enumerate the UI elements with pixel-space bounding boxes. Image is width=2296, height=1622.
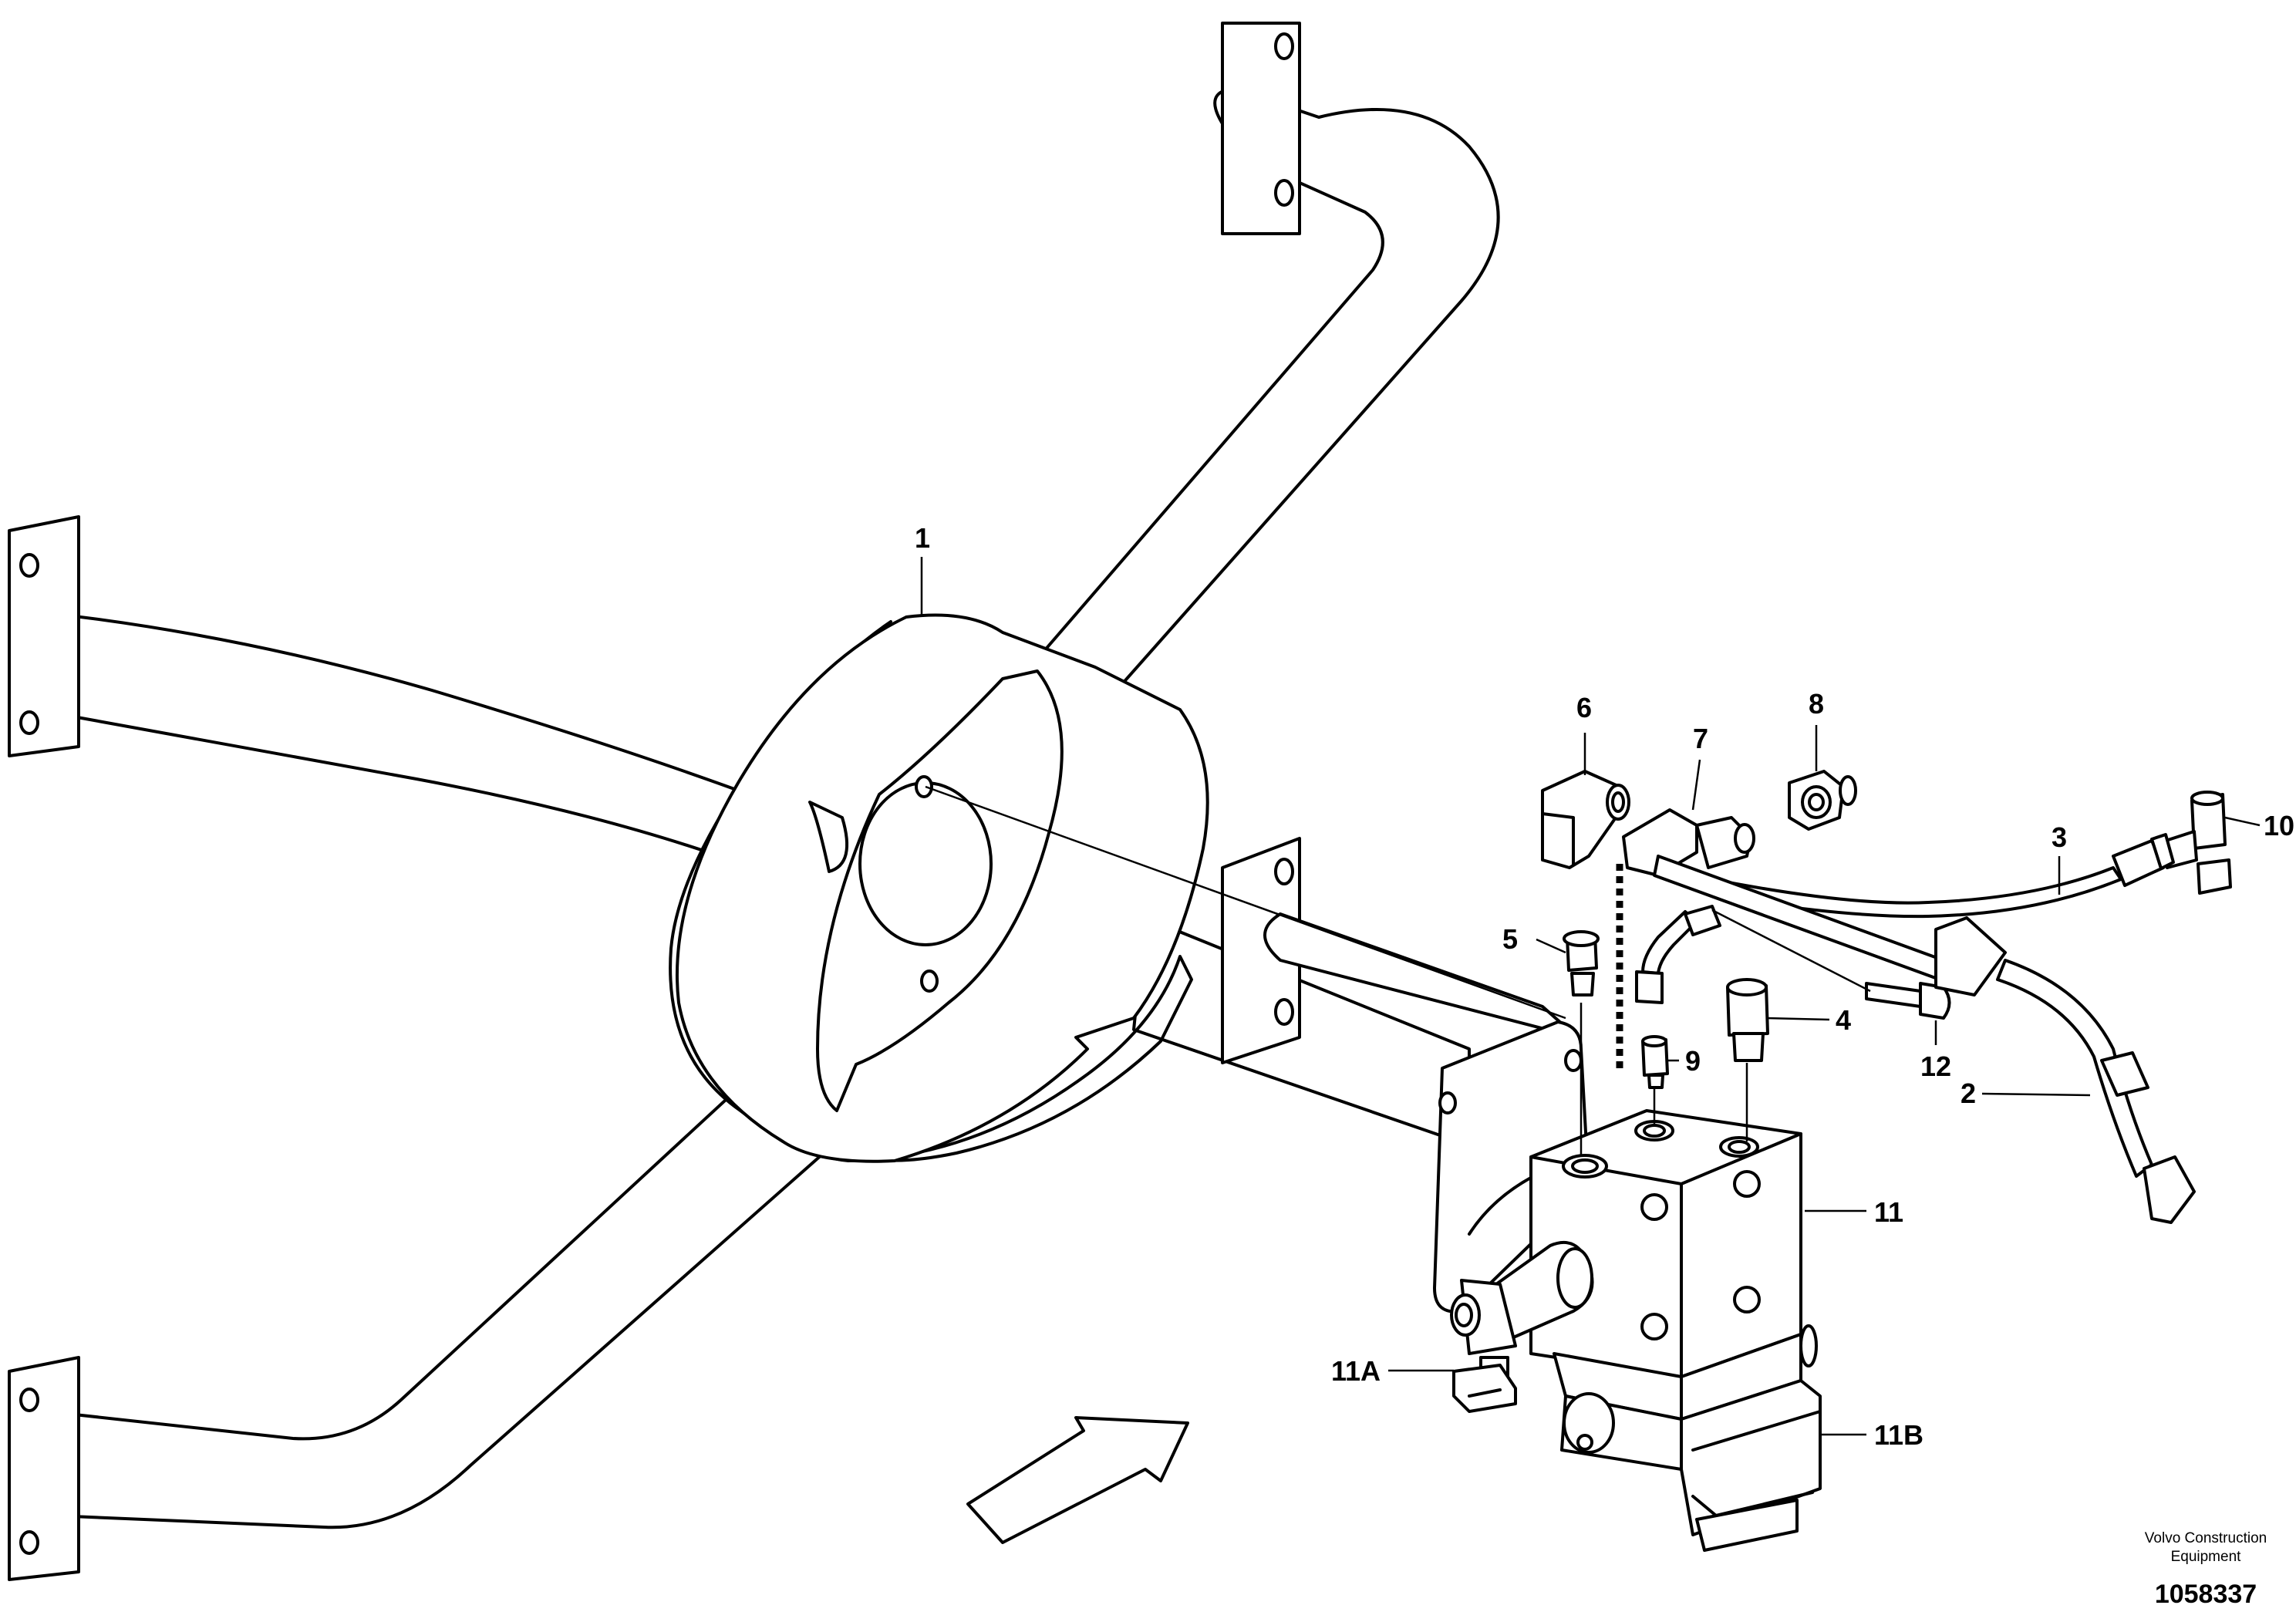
callout-8: 8: [1809, 688, 1824, 720]
fitting-7-union: [1622, 808, 1755, 877]
callout-9: 9: [1685, 1045, 1701, 1077]
direction-arrow: [966, 1416, 1189, 1544]
callout-4: 4: [1836, 1004, 1851, 1036]
fitting-10-tee: [2164, 791, 2232, 895]
fitting-8-plug: [1788, 770, 1857, 831]
frame-tube-top: [1032, 22, 1500, 694]
callout-11a: 11A: [1331, 1355, 1381, 1387]
fitting-12-screw: [1865, 982, 1951, 1020]
callout-11: 11: [1874, 1196, 1903, 1228]
callout-7: 7: [1693, 723, 1708, 754]
hub-cover: [669, 613, 1209, 1163]
solenoid-11a: [1450, 1241, 1594, 1413]
callout-3: 3: [2052, 821, 2067, 853]
company-name-line2: Equipment: [2171, 1549, 2242, 1565]
hose-9-line: [1635, 905, 1721, 1004]
frame-tube-left: [8, 515, 856, 904]
fitting-6-elbow: [1541, 770, 1630, 869]
leader-lines: [920, 557, 2261, 1436]
fitting-9-adapter: [1641, 1035, 1669, 1089]
callout-6: 6: [1576, 692, 1592, 723]
callout-5: 5: [1502, 923, 1518, 955]
callout-1: 1: [915, 522, 930, 554]
hose-2: [1653, 855, 2196, 1224]
callout-2: 2: [1961, 1077, 1976, 1109]
footer: Volvo Construction Equipment 1058337: [2145, 1530, 2267, 1609]
valve-block: [1433, 1020, 1802, 1421]
fitting-5-adapter: [1563, 930, 1600, 996]
hose-3: [1707, 833, 2175, 919]
solenoid-11b: [1560, 1324, 1822, 1552]
callout-11b: 11B: [1874, 1419, 1923, 1451]
document-number: 1058337: [2155, 1580, 2257, 1609]
callout-labels: 1 6 7 8 10 3 5 4 9 12 2 11 11A 11B: [915, 522, 2294, 1451]
frame-tube-bottom: [8, 1071, 838, 1581]
callout-12: 12: [1920, 1050, 1951, 1082]
fitting-4-adapter: [1726, 978, 1769, 1062]
company-name-line1: Volvo Construction: [2145, 1530, 2267, 1546]
callout-10: 10: [2264, 810, 2294, 841]
